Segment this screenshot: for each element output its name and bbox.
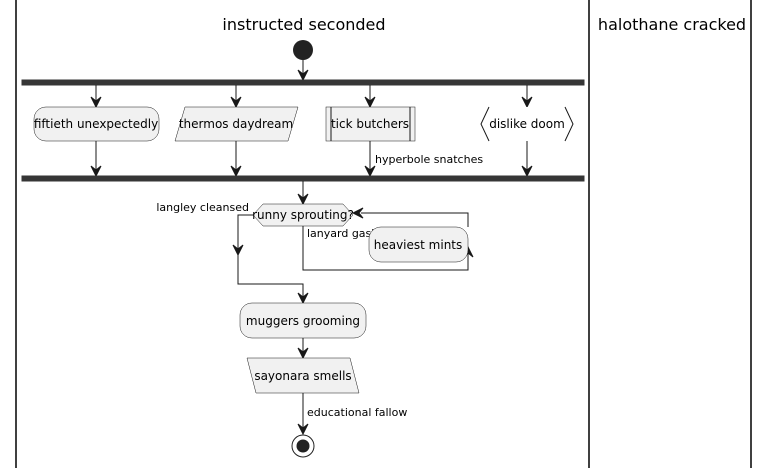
arrowhead — [364, 165, 376, 178]
edge-loop-back — [361, 212, 469, 227]
edge-label-lanyard: lanyard gasb — [307, 227, 378, 240]
end-node — [296, 439, 310, 453]
arrowhead — [230, 165, 242, 178]
activity-muggers-label: muggers grooming — [246, 314, 360, 328]
decision-label: runny sprouting? — [252, 208, 354, 222]
activity-tick-label: tick butchers — [331, 117, 409, 131]
arrowhead — [90, 165, 102, 178]
activity-tick-butchers — [325, 106, 416, 142]
fork-bar — [21, 79, 585, 86]
activity-sayonara-label: sayonara smells — [254, 369, 351, 383]
edge-label-educational: educational fallow — [307, 406, 407, 419]
bracket-left — [480, 106, 490, 142]
arrowhead — [297, 193, 309, 206]
arrowhead — [230, 96, 242, 109]
edge-left-merge — [237, 255, 304, 297]
arrowhead — [90, 96, 102, 109]
arrowhead — [232, 244, 244, 257]
start-node — [293, 40, 313, 60]
activity-dislike-doom — [481, 107, 573, 141]
join-bar — [21, 175, 585, 182]
arrowhead — [297, 423, 309, 436]
arrowhead — [297, 69, 309, 82]
arrowhead — [297, 347, 309, 360]
arrowhead — [351, 207, 364, 219]
edge-decision-loop — [302, 226, 469, 271]
arrowhead — [364, 96, 376, 109]
activity-thermos-label: thermos daydream — [179, 117, 293, 131]
activity-heaviest-mints — [368, 226, 469, 263]
activity-sayonara-smells — [246, 357, 360, 394]
lane-title-instructed: instructed seconded — [222, 15, 385, 34]
arrowhead — [521, 96, 533, 109]
activity-thermos-daydream — [174, 106, 299, 142]
activity-fiftieth-label: fiftieth unexpectedly — [34, 117, 158, 131]
edge-label-langley: langley cleansed — [156, 201, 249, 214]
activity-heaviest-label: heaviest mints — [374, 238, 463, 252]
arrowhead — [521, 165, 533, 178]
activity-dislike-label: dislike doom — [489, 117, 565, 131]
bracket-right — [564, 106, 574, 142]
lane-title-halothane: halothane cracked — [598, 15, 746, 34]
edge-label-hyperbole: hyperbole snatches — [375, 153, 483, 166]
edge-decision-left — [237, 214, 253, 249]
arrowhead — [297, 292, 309, 305]
